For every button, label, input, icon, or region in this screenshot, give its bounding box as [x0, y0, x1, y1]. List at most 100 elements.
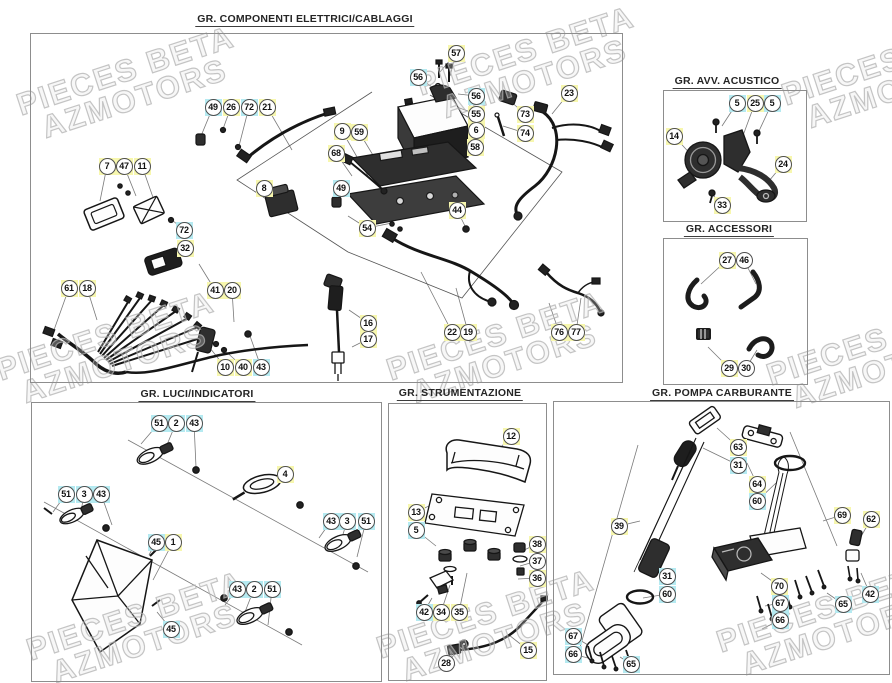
callout-66: 66 — [564, 645, 582, 663]
callout-4: 4 — [276, 465, 294, 483]
harness-cable-23-drawing — [513, 101, 615, 221]
callout-5: 5 — [407, 521, 425, 539]
callout-44: 44 — [448, 201, 466, 219]
callout-19: 19 — [459, 323, 477, 341]
ecu-tray-drawing — [346, 141, 486, 225]
panel-title-instruments: GR. STRUMENTAZIONE — [396, 387, 524, 401]
callout-66: 66 — [771, 611, 789, 629]
instruments-drawing — [416, 439, 548, 656]
starter-relay-drawing — [191, 326, 252, 373]
callout-54: 54 — [358, 219, 376, 237]
pump-right-assembly-drawing — [711, 424, 827, 622]
panel-horn — [663, 90, 807, 222]
callout-18: 18 — [78, 279, 96, 297]
callout-74: 74 — [516, 124, 534, 142]
callout-69: 69 — [833, 506, 851, 524]
callout-56: 56 — [467, 87, 485, 105]
callout-43: 43 — [92, 485, 110, 503]
callout-22: 22 — [443, 323, 461, 341]
callout-5: 5 — [763, 94, 781, 112]
callout-77: 77 — [567, 323, 585, 341]
callout-57: 57 — [447, 44, 465, 62]
callout-2: 2 — [245, 580, 263, 598]
battery-bracket-screws-drawing — [429, 59, 518, 233]
speedo-cable-drawing — [446, 595, 548, 656]
callout-55: 55 — [467, 105, 485, 123]
callout-65: 65 — [834, 595, 852, 613]
callout-32: 32 — [176, 239, 194, 257]
speedometer-drawing — [445, 439, 532, 484]
callout-64: 64 — [748, 475, 766, 493]
indicator-front-left-drawing — [59, 503, 94, 525]
callout-59: 59 — [350, 123, 368, 141]
callout-34: 34 — [432, 603, 450, 621]
callout-47: 47 — [115, 157, 133, 175]
callout-1: 1 — [164, 533, 182, 551]
callout-70: 70 — [770, 577, 788, 595]
callout-58: 58 — [466, 138, 484, 156]
battery-cable-drawing — [195, 106, 337, 164]
cable-22-19-drawing — [381, 227, 520, 311]
accessories-drawing — [685, 269, 775, 359]
callout-73: 73 — [516, 105, 534, 123]
callout-72: 72 — [240, 98, 258, 116]
panel-title-electrical: GR. COMPONENTI ELETTRICI/CABLAGGI — [195, 13, 415, 27]
callout-37: 37 — [528, 552, 546, 570]
callout-9: 9 — [333, 122, 351, 140]
panel-fuel-pump — [553, 401, 890, 675]
callout-42: 42 — [415, 603, 433, 621]
panel-title-horn: GR. AVV. ACUSTICO — [672, 75, 782, 89]
callout-76: 76 — [550, 323, 568, 341]
callout-20: 20 — [223, 281, 241, 299]
relay-8-drawing — [264, 183, 299, 218]
callout-35: 35 — [450, 603, 468, 621]
callout-41: 41 — [206, 281, 224, 299]
callout-31: 31 — [729, 456, 747, 474]
callout-7: 7 — [98, 157, 116, 175]
dash-bracket-drawing — [424, 493, 525, 537]
relay-32-drawing — [144, 247, 183, 276]
callout-45: 45 — [147, 533, 165, 551]
callout-39: 39 — [610, 517, 628, 535]
indicator-rear-right-drawing — [324, 529, 362, 552]
lights-drawing — [43, 442, 362, 654]
callout-6: 6 — [467, 121, 485, 139]
callout-62: 62 — [862, 510, 880, 528]
callout-67: 67 — [564, 627, 582, 645]
callout-40: 40 — [234, 358, 252, 376]
panel-title-lights: GR. LUCI/INDICATORI — [138, 388, 256, 402]
indicator-rear-left-drawing — [236, 602, 274, 625]
callout-28: 28 — [437, 654, 455, 672]
callout-15: 15 — [519, 641, 537, 659]
ignition-coil-drawing — [323, 273, 345, 381]
callout-11: 11 — [133, 157, 151, 175]
callout-10: 10 — [216, 358, 234, 376]
callout-2: 2 — [167, 414, 185, 432]
callout-23: 23 — [560, 84, 578, 102]
wire-68-drawing — [331, 152, 403, 232]
panel-title-fuel-pump: GR. POMPA CARBURANTE — [650, 387, 794, 401]
callout-43: 43 — [322, 512, 340, 530]
callout-8: 8 — [255, 179, 273, 197]
tail-light-drawing — [232, 473, 282, 501]
callout-24: 24 — [774, 155, 792, 173]
callout-43: 43 — [252, 358, 270, 376]
bracket-47-drawing — [117, 183, 175, 225]
callout-68: 68 — [327, 144, 345, 162]
callout-12: 12 — [502, 427, 520, 445]
callout-21: 21 — [258, 98, 276, 116]
callout-14: 14 — [665, 127, 683, 145]
callout-61: 61 — [60, 279, 78, 297]
callout-63: 63 — [729, 438, 747, 456]
callout-51: 51 — [357, 512, 375, 530]
callout-60: 60 — [658, 585, 676, 603]
cable-76-77-drawing — [537, 263, 605, 317]
callout-33: 33 — [713, 196, 731, 214]
callout-38: 38 — [528, 535, 546, 553]
callout-30: 30 — [737, 359, 755, 377]
headlight-drawing — [71, 539, 153, 654]
cdi-unit-drawing — [83, 197, 125, 231]
callout-29: 29 — [720, 359, 738, 377]
callout-25: 25 — [746, 94, 764, 112]
